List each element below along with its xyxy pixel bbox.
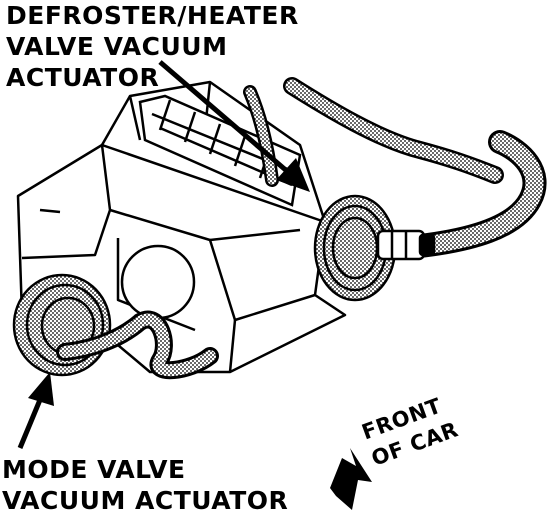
mode-label-line-1: MODE VALVE	[2, 455, 186, 484]
front-of-car-arrow	[330, 448, 372, 510]
defroster-actuator	[313, 194, 436, 302]
defroster-callout-arrow	[158, 60, 310, 192]
defroster-actuator-label: DEFROSTER/HEATER VALVE VACUUM ACTUATOR	[6, 0, 299, 93]
mode-label-line-2: VACUUM ACTUATOR	[2, 486, 289, 515]
defroster-label-line-3: ACTUATOR	[6, 63, 160, 92]
defroster-label-line-2: VALVE VACUUM	[6, 32, 228, 61]
housing-round-port	[120, 244, 196, 320]
defroster-label-line-1: DEFROSTER/HEATER	[6, 1, 299, 30]
mode-callout-arrow	[17, 372, 54, 449]
mode-actuator-label: MODE VALVE VACUUM ACTUATOR	[2, 454, 288, 516]
